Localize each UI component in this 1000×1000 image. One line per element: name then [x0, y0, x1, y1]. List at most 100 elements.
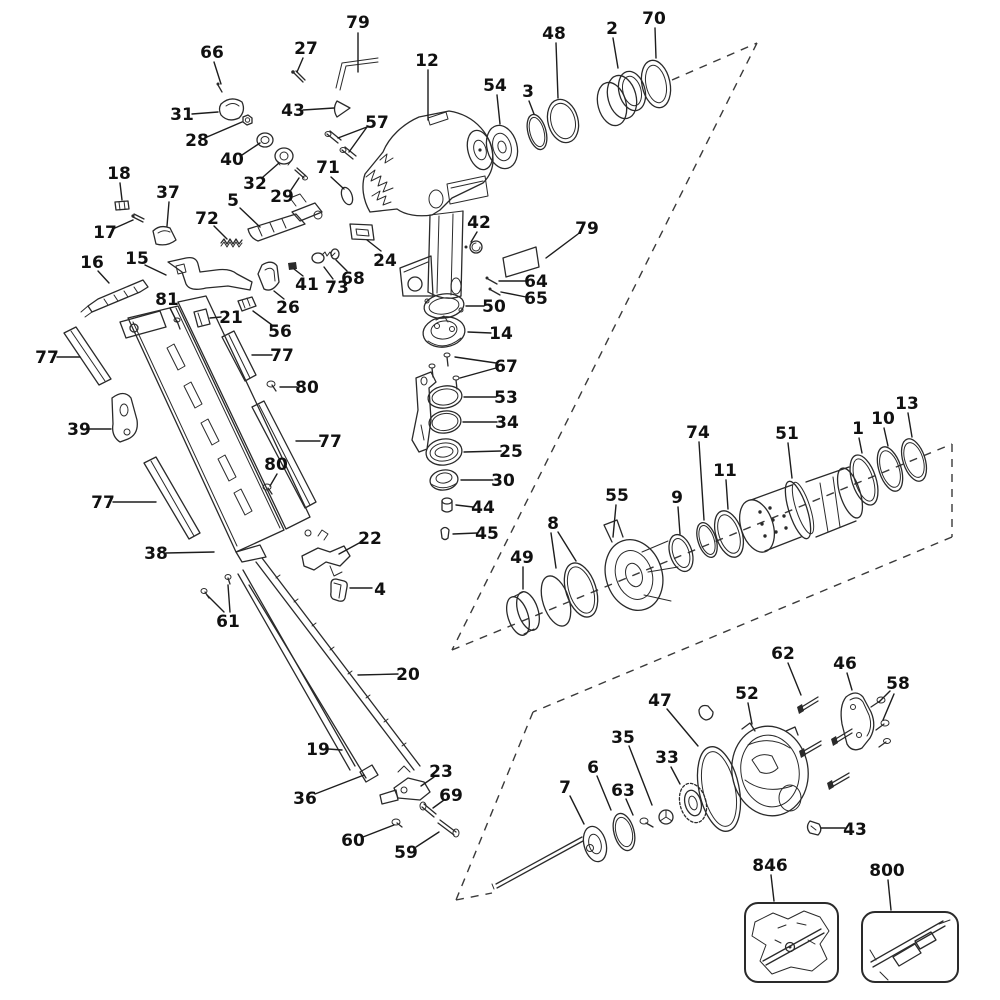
part-50-gasket-shape — [428, 297, 460, 315]
part-12-tool-body-shape — [371, 190, 392, 206]
part-30-cup-shape — [429, 469, 459, 491]
part-40-bushing-shape — [260, 136, 270, 144]
leader-line-67 — [459, 367, 497, 379]
part-51-cylinder-shape — [768, 506, 772, 510]
part-18-clip-shape — [114, 200, 130, 211]
part-label-26: 26 — [276, 298, 300, 318]
part-62-bolts-shape — [797, 704, 804, 714]
part-34-ring-shape — [428, 410, 462, 434]
part-label-79: 79 — [346, 13, 370, 33]
part-54-seal-washer-shape — [485, 124, 519, 170]
part-label-62: 62 — [771, 644, 795, 664]
leader-line-14 — [467, 331, 492, 334]
leader-line-48 — [555, 42, 559, 99]
leader-line-17 — [114, 219, 134, 229]
part-77-nail-strips-shape — [143, 456, 201, 540]
part-2-piston-ring-stack-shape — [617, 70, 647, 112]
part-38-magazine-shape — [233, 488, 253, 516]
part-55-driver-guide-shape — [625, 562, 643, 588]
part-32-sleeve-shape — [274, 147, 294, 165]
part-12-tool-body-shape — [427, 111, 449, 126]
part-label-24: 24 — [373, 251, 397, 271]
part-30-cup-shape — [430, 482, 458, 489]
part-label-60: 60 — [341, 831, 365, 851]
part-14-cylinder-cap-shape — [427, 337, 462, 347]
part-32-sleeve — [274, 147, 294, 166]
leader-line-800 — [887, 879, 892, 911]
part-21-clip-shape — [197, 312, 203, 326]
part-label-5: 5 — [227, 191, 239, 211]
part-53-o-ring-shape — [427, 385, 463, 409]
part-72-spring-shape — [220, 241, 243, 248]
part-label-80: 80 — [264, 455, 288, 475]
part-label-81: 81 — [155, 290, 179, 310]
part-5-trigger-valve-shape — [247, 213, 306, 242]
part-52-gear-housing-shape — [744, 740, 793, 790]
leader-line-27 — [296, 57, 304, 73]
part-label-77: 77 — [270, 346, 294, 366]
part-46-cover-plate-shape — [840, 692, 875, 751]
part-65-pin-shape — [490, 289, 501, 296]
part-68-nut — [330, 248, 340, 260]
part-11-ring-shape — [717, 514, 741, 554]
part-label-8: 8 — [547, 514, 559, 534]
leader-line-52 — [747, 702, 753, 725]
kit-846-nail-kit-art-shape — [751, 910, 830, 975]
part-38-magazine — [119, 295, 311, 563]
part-32-sleeve-shape — [279, 151, 289, 161]
part-71-o-ring — [340, 186, 354, 206]
leader-line-6 — [596, 775, 612, 811]
part-15-contact-bracket-shape — [167, 256, 253, 291]
part-1-ring — [849, 454, 879, 506]
part-55-driver-guide-shape — [603, 519, 624, 543]
part-label-800: 800 — [869, 861, 905, 881]
leader-line-70 — [654, 27, 657, 59]
part-48-ring-shape — [550, 102, 576, 140]
part-label-12: 12 — [415, 51, 439, 71]
leader-line-9 — [677, 506, 681, 535]
part-51-cylinder-shape — [763, 534, 767, 538]
part-label-18: 18 — [107, 164, 131, 184]
part-label-66: 66 — [200, 43, 224, 63]
part-30-cup — [429, 469, 459, 491]
leader-line-57 — [348, 126, 368, 153]
part-31-clip-shape — [218, 98, 245, 121]
part-label-38: 38 — [144, 544, 168, 564]
leader-line-36 — [314, 774, 365, 795]
part-44-plug — [441, 497, 453, 513]
leader-line-58 — [878, 690, 891, 703]
leader-line-11 — [725, 479, 729, 510]
part-label-29: 29 — [270, 187, 294, 207]
part-label-53: 53 — [494, 388, 518, 408]
leader-line-68 — [335, 259, 348, 272]
leader-line-31 — [191, 111, 219, 115]
kit-846-nail-kit-art — [751, 910, 830, 975]
part-41-square-nut-shape — [288, 262, 297, 270]
leader-line-79 — [545, 233, 579, 259]
leader-line-37 — [166, 201, 170, 227]
kit-800-driver-tool-art-shape — [892, 943, 922, 967]
part-63-screw — [639, 817, 654, 828]
part-label-77: 77 — [318, 432, 342, 452]
leader-line-61 — [206, 594, 225, 613]
part-label-4: 4 — [374, 580, 386, 600]
leader-line-51 — [787, 442, 793, 479]
part-label-67: 67 — [494, 357, 518, 377]
part-20-rail — [255, 557, 421, 771]
part-51-cylinder-shape — [784, 480, 812, 540]
leader-line-21 — [209, 316, 222, 319]
part-label-72: 72 — [195, 209, 219, 229]
leader-line-28 — [206, 121, 243, 138]
part-6-ring — [612, 812, 636, 852]
part-52-gear-housing-shape — [731, 725, 809, 817]
part-69-spring-pin — [419, 801, 437, 818]
part-61-screws-shape — [224, 574, 232, 580]
part-54-seal-washer-shape — [497, 140, 507, 154]
part-label-44: 44 — [471, 498, 495, 518]
part-12-tool-body-shape — [478, 148, 482, 152]
part-52-gear-housing — [731, 722, 809, 817]
part-2-piston-ring-stack-shape — [606, 74, 638, 120]
part-77-nail-strips-shape — [228, 334, 251, 379]
part-10-ring-shape — [879, 450, 901, 488]
